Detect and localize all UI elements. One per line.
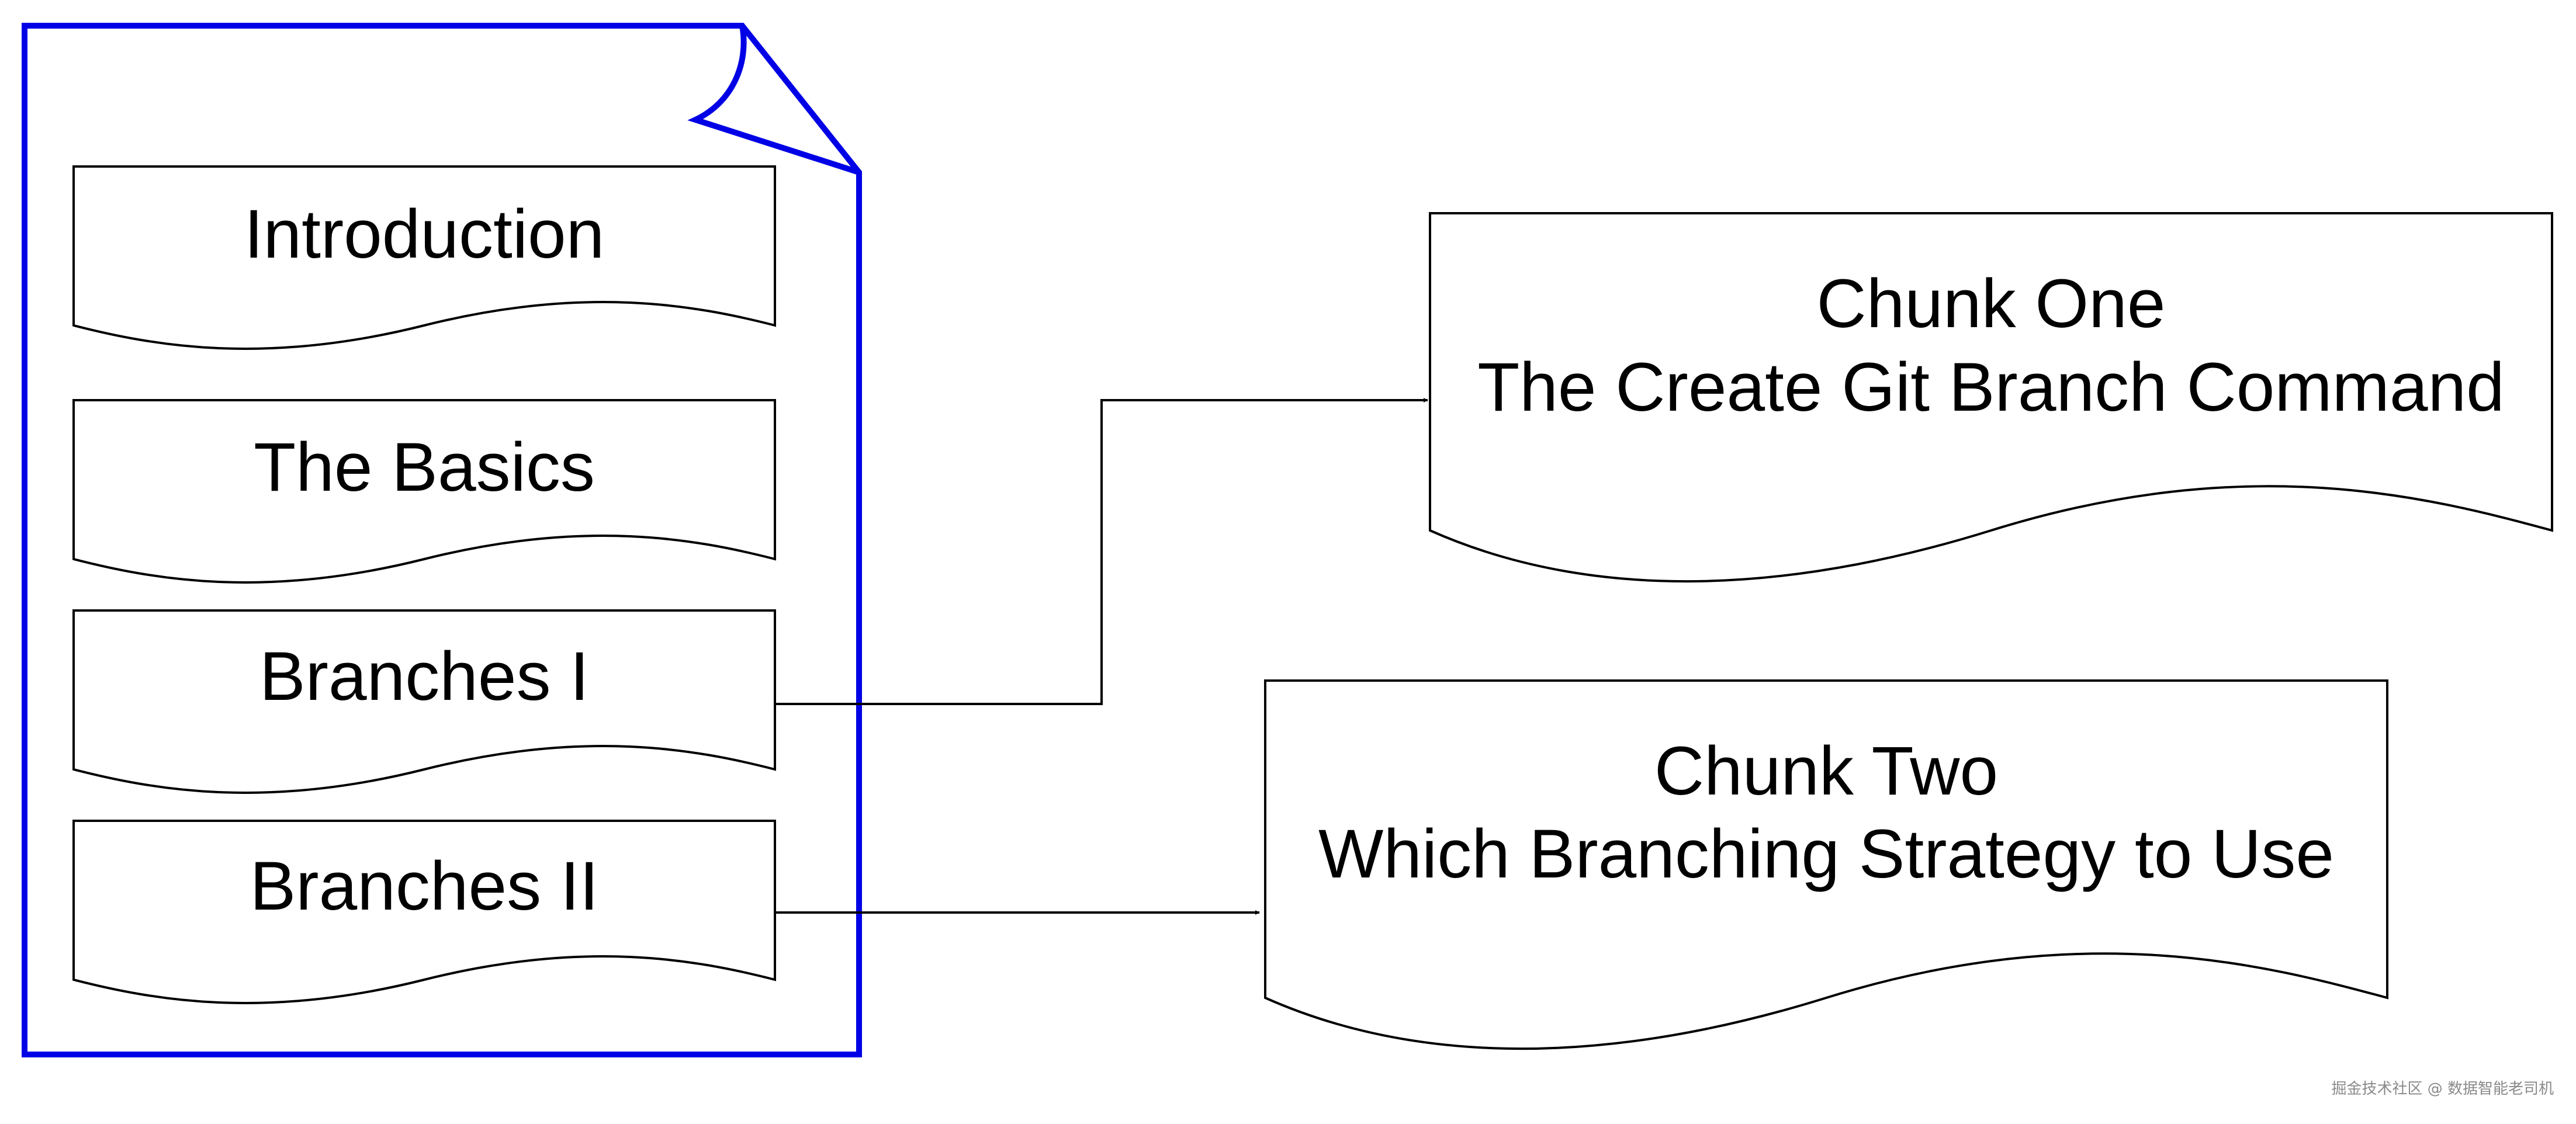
section-label: Branches I	[259, 638, 589, 715]
chunk-subtitle: Which Branching Strategy to Use	[1318, 816, 2334, 893]
section-shape	[72, 820, 776, 1004]
chunk-subtitle: The Create Git Branch Command	[1477, 349, 2505, 426]
section-document-the-basics[interactable]: The Basics	[72, 399, 776, 584]
watermark-text: 掘金技术社区 @ 数据智能老司机	[2331, 1080, 2554, 1098]
section-label: The Basics	[254, 429, 595, 506]
section-document-introduction[interactable]: Introduction	[72, 165, 776, 350]
section-label: Branches II	[250, 848, 599, 925]
chunk-document-one[interactable]: Chunk One The Create Git Branch Command	[1429, 212, 2553, 583]
section-label: Introduction	[244, 196, 605, 273]
section-document-branches-ii[interactable]: Branches II	[72, 820, 776, 1004]
chunk-document-two[interactable]: Chunk Two Which Branching Strategy to Us…	[1264, 679, 2388, 1050]
chunk-shape	[1429, 212, 2553, 583]
document-container	[22, 23, 862, 1057]
section-shape	[72, 165, 776, 350]
chunk-title: Chunk Two	[1654, 733, 1998, 810]
chunk-shape	[1264, 679, 2388, 1050]
chunk-title: Chunk One	[1817, 265, 2166, 342]
document-outline	[22, 23, 862, 1057]
connector-branches-i-to-chunk-one	[775, 398, 1428, 705]
section-document-branches-i[interactable]: Branches I	[72, 609, 776, 794]
section-shape	[72, 609, 776, 794]
page-curl-fold	[687, 25, 860, 175]
section-shape	[72, 399, 776, 584]
